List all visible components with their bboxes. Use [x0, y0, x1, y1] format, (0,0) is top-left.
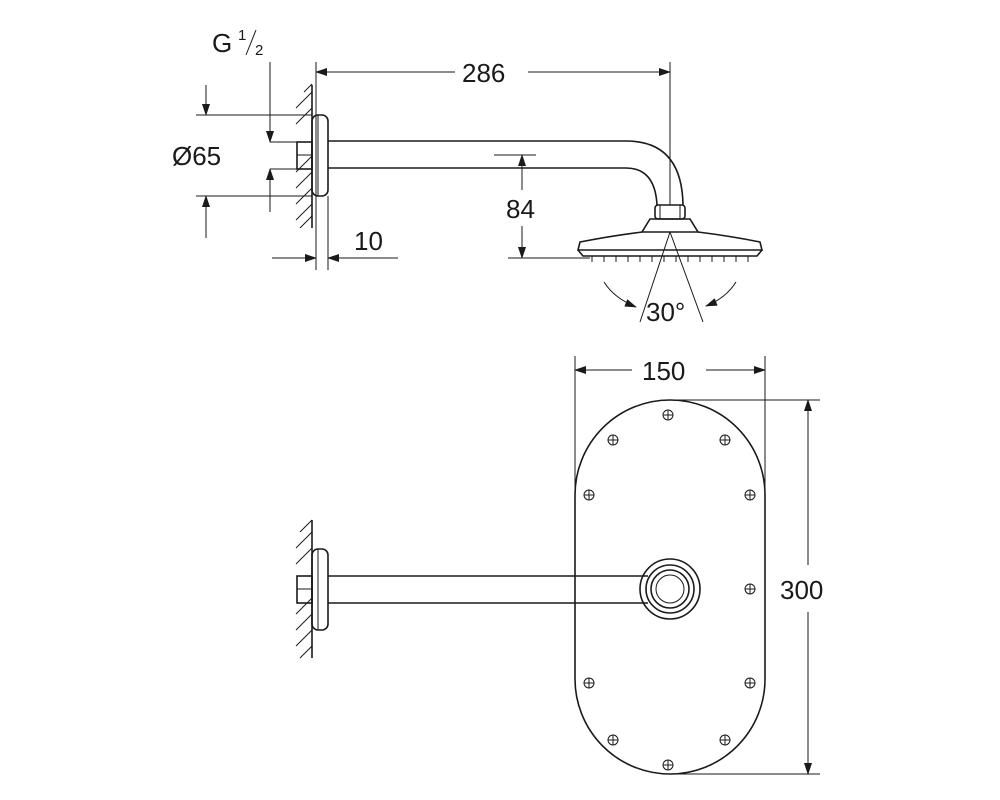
head-width-label: 150: [642, 356, 685, 386]
screw: [662, 759, 674, 771]
diameter-label: Ø65: [172, 141, 221, 171]
side-view: 30° 286 84 10 G 1 2 Ø65: [172, 27, 764, 327]
spray-angle-label: 30°: [646, 297, 685, 327]
screw: [744, 677, 756, 689]
spray-nozzles: [591, 256, 749, 262]
head-length-label: 300: [780, 575, 823, 605]
rosette-top: [311, 548, 329, 631]
spray-angle-line-left: [639, 231, 671, 323]
thread-label: G: [212, 28, 232, 58]
shower-head-side: [576, 231, 764, 251]
screw: [719, 434, 731, 446]
shower-arm: [328, 140, 684, 206]
spray-angle-arc-right: [705, 281, 737, 307]
thread-fraction-numerator: 1: [238, 27, 246, 44]
thread-fraction-denominator: 2: [255, 42, 263, 59]
screw: [583, 677, 595, 689]
screws: [583, 409, 756, 771]
arm-length-label: 286: [462, 58, 505, 88]
wall-hatching-top: [295, 83, 313, 229]
top-view: 150 300: [295, 356, 823, 775]
center-connection-outer: [639, 558, 701, 620]
screw: [583, 489, 595, 501]
screw: [719, 734, 731, 746]
drop-label: 84: [506, 194, 535, 224]
spray-angle-line-right: [669, 231, 704, 323]
rosette: [311, 114, 329, 197]
thread-fraction-slash: [245, 29, 257, 56]
shower-head-top: [574, 399, 766, 775]
spray-angle-arc-left: [603, 281, 637, 308]
rosette-depth-label: 10: [354, 226, 383, 256]
screw: [607, 734, 619, 746]
screw: [744, 489, 756, 501]
screw: [607, 434, 619, 446]
screw: [662, 409, 674, 421]
screw: [744, 583, 756, 595]
